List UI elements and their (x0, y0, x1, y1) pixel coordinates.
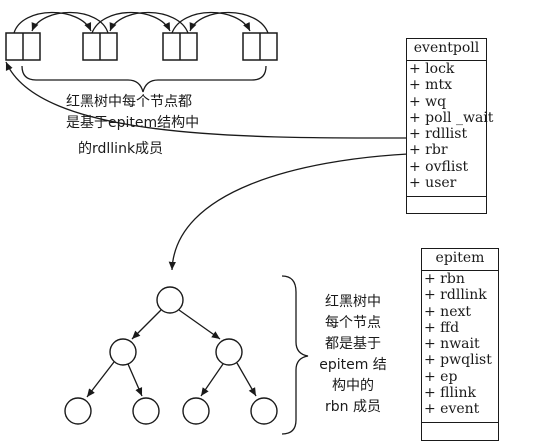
eventpoll-fields: + lock + mtx + wq + poll _wait + rdllist… (407, 61, 494, 192)
epitem-field: + next (424, 303, 472, 320)
epitem-struct: epitem + rbn + rdllink + next + ffd + nw… (421, 248, 499, 441)
epitem-field: + ffd (424, 319, 460, 336)
tree-brace (281, 275, 309, 435)
annotation-line: rbn 成员 (325, 399, 381, 415)
eventpoll-title: eventpoll (407, 39, 486, 61)
annotation-line: 红黑树中 (325, 294, 381, 310)
eventpoll-field: + mtx (409, 77, 452, 94)
rbtree-edges (86, 309, 257, 398)
annotation-line: 每个节点 (325, 315, 381, 331)
epitem-title: epitem (422, 249, 498, 271)
annotation-line: 都是基于 (325, 336, 381, 352)
epitem-field: + fllink (424, 385, 476, 402)
tree-node-ll (64, 397, 92, 425)
annotation-line: 的rdllink成员 (78, 141, 164, 157)
eventpoll-struct: eventpoll + lock + mtx + wq + poll _wait… (406, 38, 494, 214)
rdllist-link (5, 61, 409, 139)
rbtree (64, 286, 278, 425)
tree-annotation: 红黑树中 每个节点 都是基于 epitem 结 构中的 rbn 成员 (310, 292, 396, 418)
eventpoll-field: + rdllist (409, 126, 468, 143)
annotation-line: epitem 结 (319, 357, 387, 373)
annotation-line: 构中的 (332, 378, 374, 394)
list-node-1 (5, 32, 41, 61)
eventpoll-field: + poll _wait (409, 109, 494, 126)
epitem-field: + rbn (424, 271, 465, 287)
tree-node-rl (182, 397, 210, 425)
epitem-footer (422, 422, 498, 440)
annotation-line: 红黑树中每个节点都 (66, 94, 192, 110)
tree-node-rr (250, 397, 278, 425)
eventpoll-field: + lock (409, 61, 455, 77)
tree-node-right (215, 338, 243, 366)
eventpoll-field: + rbr (409, 142, 448, 159)
epitem-field: + event (424, 401, 480, 418)
list-node-4 (242, 32, 278, 61)
list-annotation: 红黑树中每个节点都 是基于epitem结构中 的rdllink成员 (66, 92, 199, 160)
eventpoll-field: + ovflist (409, 158, 469, 175)
epitem-field: + ep (424, 368, 458, 385)
list-node-3 (162, 32, 198, 61)
epitem-field: + rdllink (424, 287, 487, 304)
rbr-link (168, 153, 409, 271)
epitem-field: + pwqlist (424, 352, 492, 369)
eventpoll-footer (407, 196, 486, 213)
eventpoll-field: + wq (409, 93, 447, 110)
tree-node-root (156, 286, 184, 314)
list-links (13, 11, 269, 34)
annotation-line: 是基于epitem结构中 (66, 115, 200, 131)
epitem-field: + nwait (424, 336, 480, 353)
epitem-fields: + rbn + rdllink + next + ffd + nwait + p… (422, 271, 498, 418)
eventpoll-field: + user (409, 175, 457, 192)
list-brace (21, 65, 267, 93)
tree-node-left (109, 338, 137, 366)
tree-node-lr (132, 397, 160, 425)
list-node-2 (82, 32, 118, 61)
